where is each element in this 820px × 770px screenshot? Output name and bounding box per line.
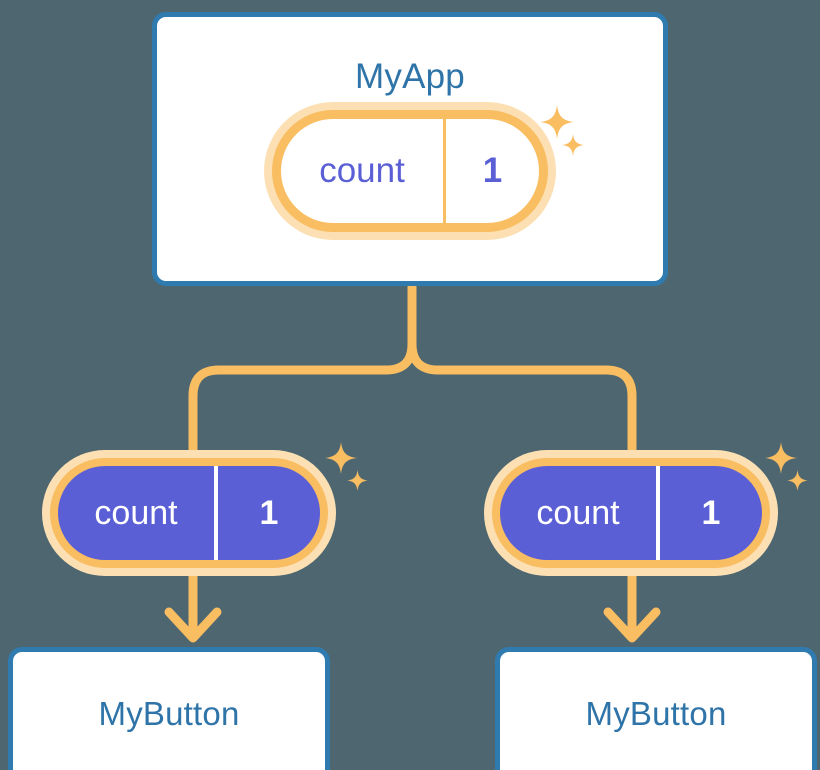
component-card-title: MyButton [585,695,727,732]
sparkle-icon [765,442,797,474]
connector-myapp-to-right-pill [407,281,637,455]
state-pill-key: count [58,466,218,560]
sparkle-small-icon [562,134,584,156]
state-pill-root[interactable]: count 1 [272,110,548,232]
state-pill-child-right[interactable]: count 1 [492,458,770,568]
sparkle-icon [325,442,357,474]
state-pill-key: count [281,119,446,223]
component-card-mybutton-left[interactable]: MyButton [8,647,330,770]
page-title: MyApp [355,57,465,96]
state-pill-value: 1 [482,151,503,190]
component-card-title: MyButton [98,695,240,732]
arrow-down-icon-right [603,569,661,643]
connector-myapp-to-left-pill [188,281,417,455]
sparkle-small-icon [787,470,808,491]
state-pill-key: count [500,466,660,560]
state-pill-child-left[interactable]: count 1 [50,458,328,568]
sparkle-icon [540,105,574,139]
arrow-down-icon-left [164,569,222,643]
state-pill-value: 1 [259,493,279,532]
component-card-mybutton-right[interactable]: MyButton [495,647,817,770]
component-card-myapp[interactable]: MyApp [152,12,668,286]
sparkle-small-icon [347,470,368,491]
state-pill-value: 1 [701,493,721,532]
